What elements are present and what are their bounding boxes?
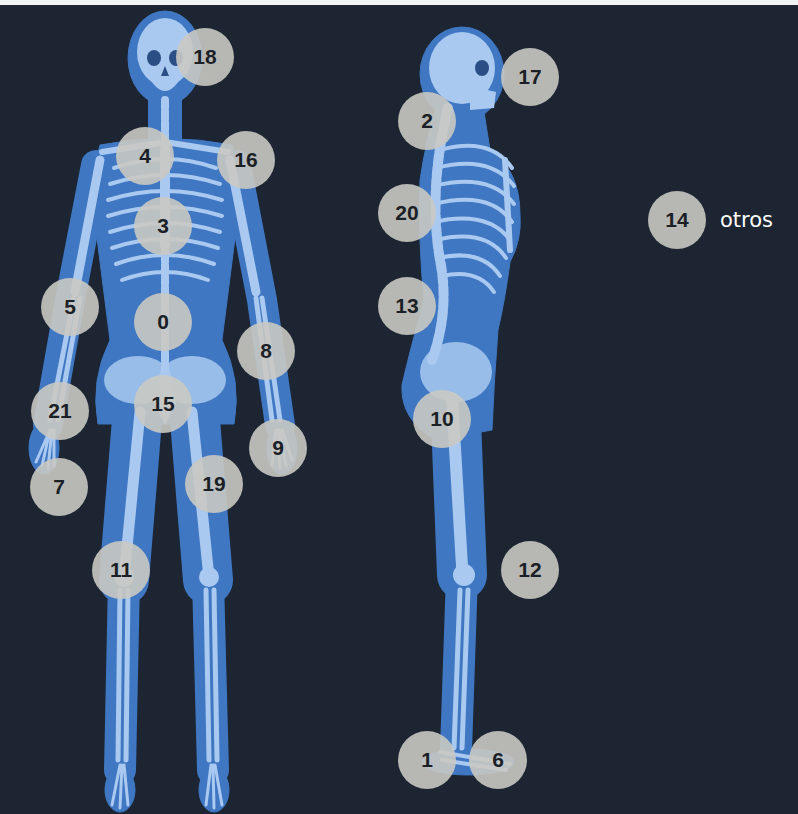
circle-shape (501, 48, 559, 106)
callout-circle: 20 (378, 184, 436, 242)
callout-number: 7 (53, 475, 65, 499)
callout-number: 11 (110, 558, 132, 582)
callout-number: 5 (64, 295, 76, 319)
callout-number: 15 (151, 392, 174, 416)
callout-circle: 8 (237, 322, 295, 380)
callout-circle: 11 (92, 541, 150, 599)
callout-circle: 19 (185, 455, 243, 513)
circle-shape (413, 390, 471, 448)
circle-shape (185, 455, 243, 513)
top-strip (0, 0, 798, 5)
callout-number: 0 (157, 310, 169, 334)
circle-shape (31, 382, 89, 440)
circle-shape (398, 92, 456, 150)
callout-number: 12 (518, 558, 541, 582)
callout-circle: 2 (398, 92, 456, 150)
circle-shape (237, 322, 295, 380)
circle-shape (378, 277, 436, 335)
circle-shape (648, 191, 706, 249)
callout-circle: 4 (116, 127, 174, 185)
circle-shape (116, 127, 174, 185)
callout-number: 19 (202, 472, 225, 496)
circle-shape (92, 541, 150, 599)
circle-shape (249, 419, 307, 477)
callout-circle: 7 (30, 458, 88, 516)
callout-circle: 10 (413, 390, 471, 448)
circle-shape (176, 28, 234, 86)
front-silhouette (29, 11, 297, 812)
callout-number: 16 (234, 148, 257, 172)
callout-number: 9 (272, 436, 284, 460)
callout-circle: 3 (134, 197, 192, 255)
callout-number: 14 (665, 208, 688, 232)
callout-circle: 18 (176, 28, 234, 86)
circle-shape (398, 731, 456, 789)
callout-number: 13 (395, 294, 418, 318)
circle-shape (217, 131, 275, 189)
circle-shape (30, 458, 88, 516)
callout-circle: 6 (469, 731, 527, 789)
callout-circle: 15 (134, 375, 192, 433)
callout-circle: 12 (501, 541, 559, 599)
circle-shape (501, 541, 559, 599)
callout-circle: 17 (501, 48, 559, 106)
callout-number: 3 (157, 214, 169, 238)
callout-number: 21 (48, 399, 71, 423)
callout-circle: 9 (249, 419, 307, 477)
callout-number: 18 (193, 45, 216, 69)
callout-circle: 21 (31, 382, 89, 440)
callout-circle: 0 (134, 293, 192, 351)
callout-number: 6 (492, 748, 504, 772)
callout-number: 17 (518, 65, 541, 89)
callout-number: 4 (139, 144, 151, 168)
callout-circle: 5 (41, 278, 99, 336)
side-label: otros (720, 208, 773, 232)
callout-number: 2 (421, 109, 433, 133)
circle-shape (134, 197, 192, 255)
callout-circle: 16 (217, 131, 275, 189)
callout-number: 8 (260, 339, 272, 363)
circle-shape (469, 731, 527, 789)
callout-circle: 13 (378, 277, 436, 335)
callout-number: 1 (421, 748, 433, 772)
circle-shape (134, 375, 192, 433)
callout-number: 20 (395, 201, 418, 225)
circle-shape (134, 293, 192, 351)
circle-shape (41, 278, 99, 336)
callout-circle: 14otros (648, 191, 706, 249)
callout-circle: 1 (398, 731, 456, 789)
callout-number: 10 (430, 407, 453, 431)
circle-shape (378, 184, 436, 242)
